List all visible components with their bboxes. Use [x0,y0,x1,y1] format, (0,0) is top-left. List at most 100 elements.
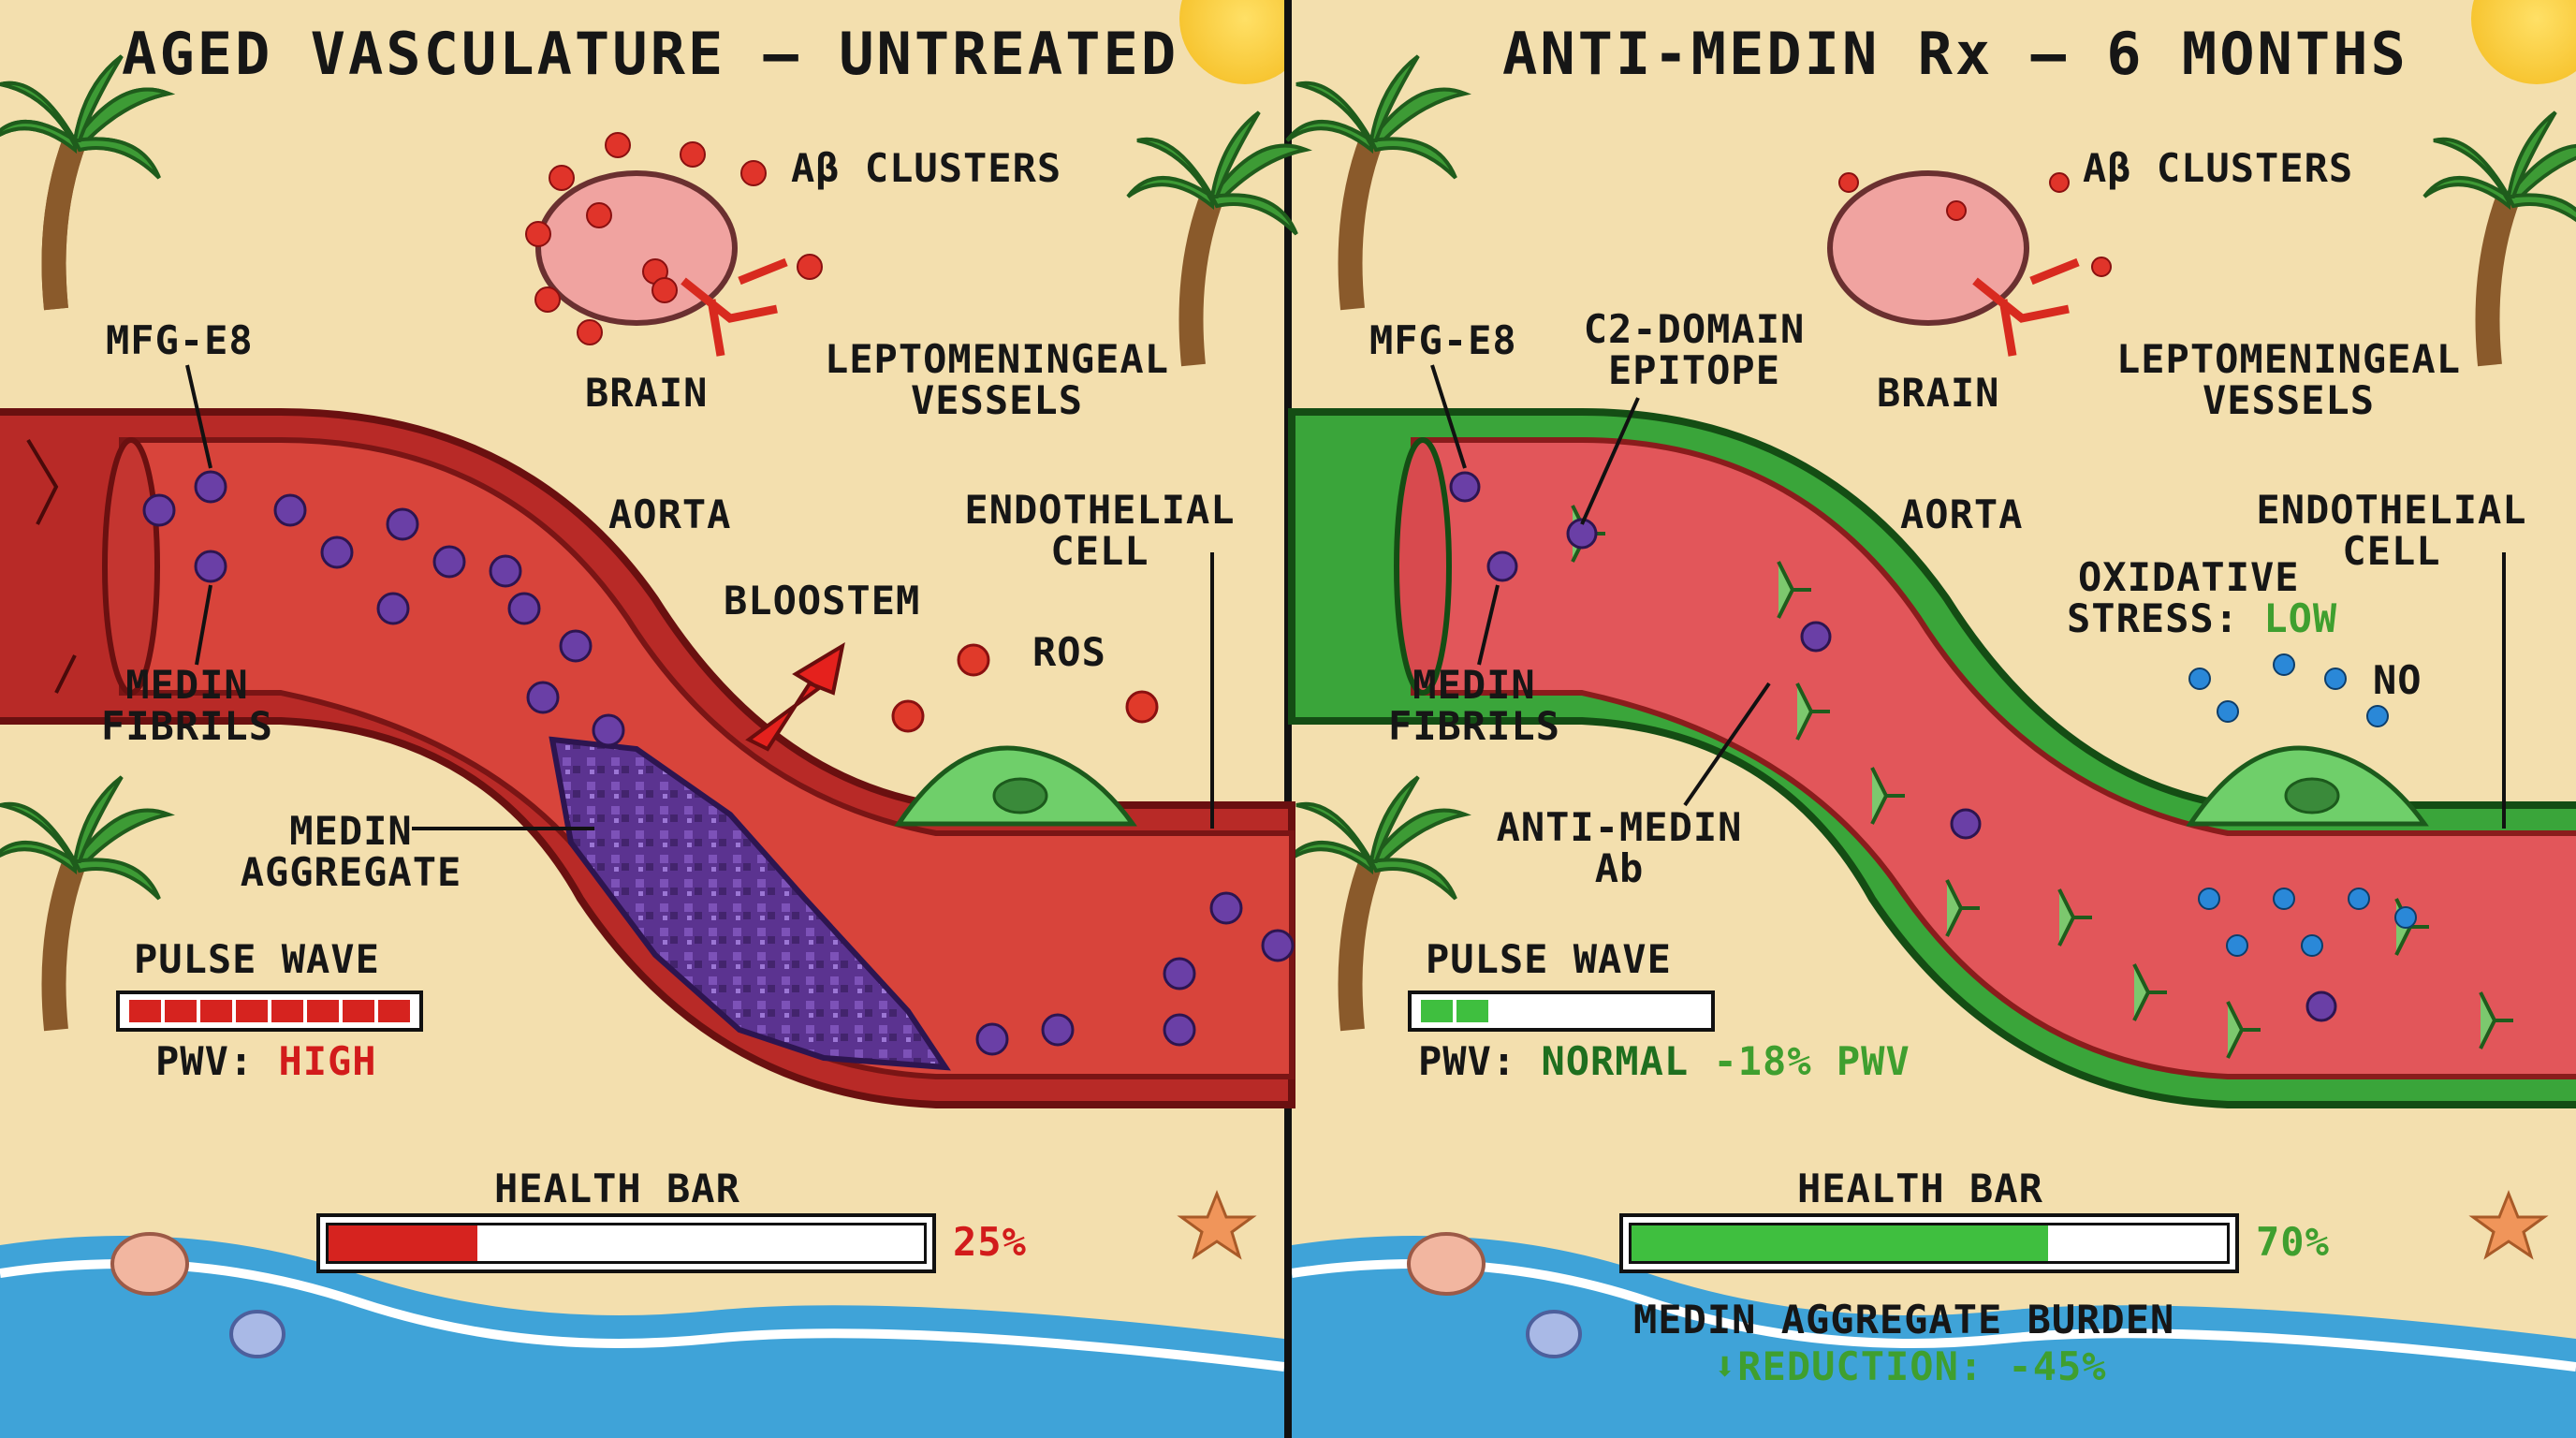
c2-line2: EPITOPE [1607,347,1780,394]
lepto-line1: LEPTOMENINGEAL [2115,336,2461,382]
endo-line2: CELL [1050,528,1149,575]
health-track [326,1223,927,1264]
health-bar-label-right: HEALTH BAR [1797,1166,2043,1211]
medin-fibrils [142,470,1295,1056]
pulse-wave-label-right: PULSE WAVE [1426,936,1672,982]
pwv-readout-left: PWV: HIGH [155,1040,377,1082]
pulse-segment [307,1000,339,1022]
health-percent-left: 25% [953,1219,1027,1265]
pulse-segment [271,1000,303,1022]
bloostem-arrow-icon [745,641,845,752]
health-bar-label: HEALTH BAR [494,1166,740,1211]
sun-icon [2471,0,2576,84]
ox-prefix: STRESS: [2067,595,2240,642]
pulse-segment [1563,1000,1595,1022]
pulse-segment [1421,1000,1453,1022]
pulse-segments [127,994,412,1028]
c2-line1: C2-DOMAIN [1583,306,1806,352]
endothelial-cell-label-right: ENDOTHELIAL CELL [2242,489,2541,575]
endo-line1: ENDOTHELIAL [964,487,1236,533]
ox-line1: OXIDATIVE [2078,554,2300,600]
antimedin-line2: Ab [1594,845,1645,892]
leptomeningeal-vessel-icon [1972,257,2080,357]
medin-aggregate [549,736,951,1071]
leptomeningeal-vessels-label: LEPTOMENINGEAL VESSELS [810,336,1184,424]
oxidative-stress-label: OXIDATIVE STRESS: LOW [2067,554,2337,639]
pwv-change: -18% PWV [1713,1038,1910,1084]
medin-agg-line2: AGGREGATE [240,849,462,896]
pulse-segment [129,1000,161,1022]
pulse-segment [1599,1000,1631,1022]
pulse-segment [1634,1000,1666,1022]
no-molecules [2188,653,2417,957]
medin-fibrils-line1: MEDIN [125,662,249,708]
endo-line2: CELL [2342,528,2441,575]
bloostem-label: BLOOSTEM [724,578,921,624]
aorta-vessel-left [0,408,1295,1108]
pwv-prefix: PWV: [1418,1038,1517,1084]
pulse-segment [165,1000,197,1022]
pulse-segment [378,1000,410,1022]
pulse-segment [1492,1000,1524,1022]
anti-medin-ab-label: ANTI-MEDIN Ab [1470,804,1769,892]
health-bar-right [1619,1213,2239,1273]
pulse-segment [236,1000,268,1022]
ox-line2: STRESS: LOW [2067,598,2337,639]
mfge8-label: MFG-E8 [106,317,254,363]
seashell-icon [110,1232,189,1296]
reduction-label: ⬇REDUCTION: -45% [1713,1343,2107,1389]
medin-fibrils-line1: MEDIN [1412,662,1536,708]
pulse-segment [1456,1000,1488,1022]
antimedin-line1: ANTI-MEDIN [1496,804,1743,850]
sun-icon [1179,0,1310,84]
medin-agg-line1: MEDIN [289,808,413,854]
seashell-icon [1407,1232,1486,1296]
pulse-wave-meter-left [116,990,423,1032]
health-track [1629,1223,2230,1264]
seashell-icon [1526,1310,1582,1358]
medin-fibrils-right [1449,471,2337,1022]
health-percent-right: 70% [2256,1219,2330,1265]
lepto-line1: LEPTOMENINGEAL [824,336,1169,382]
health-bar-left [316,1213,936,1273]
no-label: NO [2373,657,2422,703]
ab-clusters [525,132,823,345]
medin-aggregate-label: MEDIN AGGREGATE [220,808,482,896]
c2-domain-label: C2-DOMAIN EPITOPE [1559,306,1830,394]
pulse-segment [200,1000,232,1022]
seashell-icon [229,1310,285,1358]
medin-fibrils-line2: FIBRILS [1387,703,1560,750]
health-fill [329,1225,477,1261]
burden-label: MEDIN AGGREGATE BURDEN [1633,1297,2175,1343]
brain-label: BRAIN [585,370,709,416]
pwv-value: NORMAL [1541,1038,1690,1084]
pwv-readout-right: PWV: NORMAL -18% PWV [1418,1038,1910,1084]
ab-clusters [1838,172,2112,277]
ros-bursts [891,643,1159,733]
ros-label: ROS [1032,629,1106,675]
starfish-icon [1177,1189,1257,1260]
leader-lines [185,364,2506,830]
medin-fibrils-label: MEDIN FIBRILS [84,662,290,750]
right-panel-title: ANTI-MEDIN Rx – 6 MONTHS [1502,20,2408,88]
pulse-segment [1670,1000,1702,1022]
endothelial-cell-label: ENDOTHELIAL CELL [950,487,1250,575]
lepto-line2: VESSELS [2202,377,2375,424]
medin-fibrils-label-right: MEDIN FIBRILS [1371,662,1577,750]
leptomeningeal-vessels-label-right: LEPTOMENINGEAL VESSELS [2101,336,2476,424]
pulse-wave-label: PULSE WAVE [134,936,380,982]
pulse-segments [1419,994,1704,1028]
lepto-line2: VESSELS [910,377,1083,424]
pulse-wave-meter-right [1408,990,1715,1032]
pulse-segment [1528,1000,1559,1022]
medin-fibrils-line2: FIBRILS [100,703,273,750]
aorta-label-right: AORTA [1900,492,2024,537]
leptomeningeal-vessel-icon [681,257,788,357]
mfge8-label-right: MFG-E8 [1369,317,1517,363]
brain-label-right: BRAIN [1877,370,2000,416]
pulse-segment [343,1000,374,1022]
health-fill [1632,1225,2049,1261]
aorta-vessel-right [1288,408,2576,1108]
